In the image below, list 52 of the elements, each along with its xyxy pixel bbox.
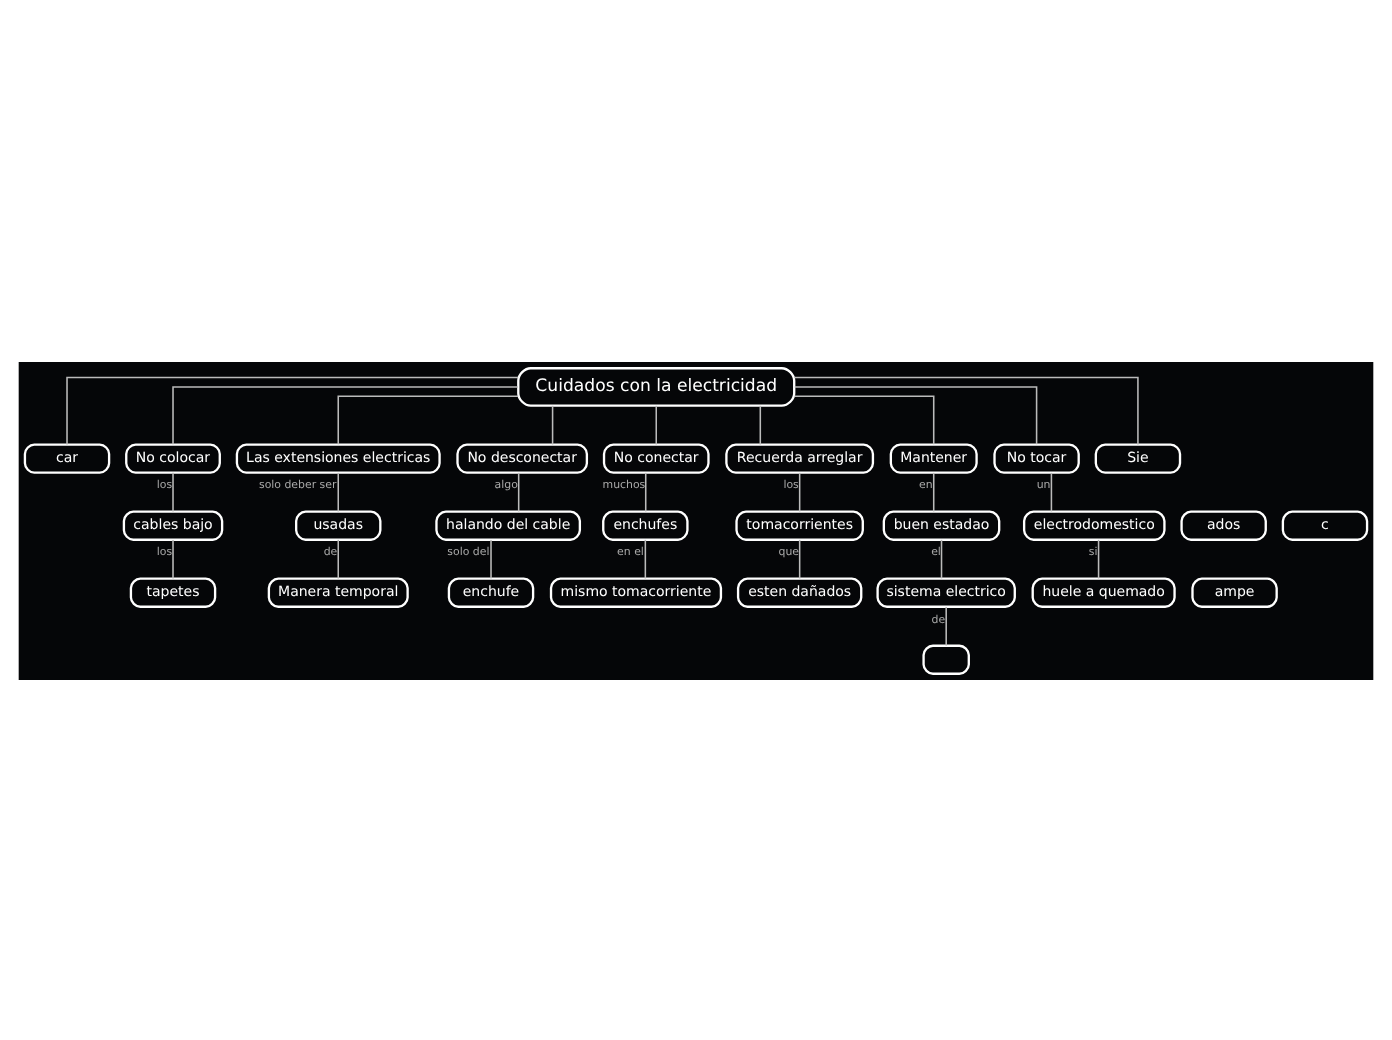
connector (793, 385, 1038, 444)
connector (337, 394, 519, 444)
connector (517, 471, 520, 512)
connector (172, 538, 174, 579)
node-box: huele a quemado (1031, 576, 1176, 607)
connector (66, 375, 519, 445)
node-box: Manera temporal (267, 576, 409, 607)
connector (759, 404, 762, 445)
node-box: esten dañados (736, 576, 863, 607)
node-box: enchufe (447, 576, 535, 607)
node-box (922, 643, 970, 674)
node-box: No conectar (602, 442, 710, 473)
node-box: Recuerda arreglar (725, 442, 875, 473)
node-box: sistema electrico (876, 576, 1016, 607)
connector (798, 471, 801, 512)
connector (490, 538, 492, 579)
node-box: ados (1180, 509, 1267, 540)
connector (644, 538, 647, 579)
node-box: electrodomestico (1022, 509, 1166, 540)
connector (655, 404, 658, 445)
node-box: No desconectar (456, 442, 589, 473)
node-box: Sie (1094, 442, 1182, 473)
connector (1050, 471, 1053, 512)
connector (644, 471, 647, 512)
node-box: car (23, 442, 111, 473)
connector (945, 605, 947, 646)
node-box: buen estadao (882, 509, 1001, 540)
node-box: ampe (1191, 576, 1278, 607)
node-box: usadas (295, 509, 382, 540)
connector (172, 471, 174, 512)
node-box: Mantener (889, 442, 978, 473)
node-box: cables bajo (122, 509, 224, 540)
node-box: mismo tomacorriente (549, 576, 723, 607)
connector (793, 375, 1139, 445)
node-box: c (1281, 509, 1369, 540)
connector (932, 471, 935, 512)
node-box: No colocar (125, 442, 221, 473)
connector (337, 538, 340, 579)
node-box: Las extensiones electricas (235, 442, 441, 473)
connector (1097, 538, 1100, 579)
node-box: enchufes (602, 509, 689, 540)
node-box: Cuidados con la electricidad (517, 366, 796, 406)
node-box: halando del cable (435, 509, 582, 540)
connector (172, 385, 519, 444)
connector (337, 471, 340, 512)
connector (551, 404, 554, 445)
node-box: tapetes (129, 576, 217, 607)
connector (798, 538, 801, 579)
connector (793, 394, 935, 444)
node-box: No tocar (993, 442, 1080, 473)
connector (940, 538, 943, 579)
node-box: tomacorrientes (735, 509, 864, 540)
